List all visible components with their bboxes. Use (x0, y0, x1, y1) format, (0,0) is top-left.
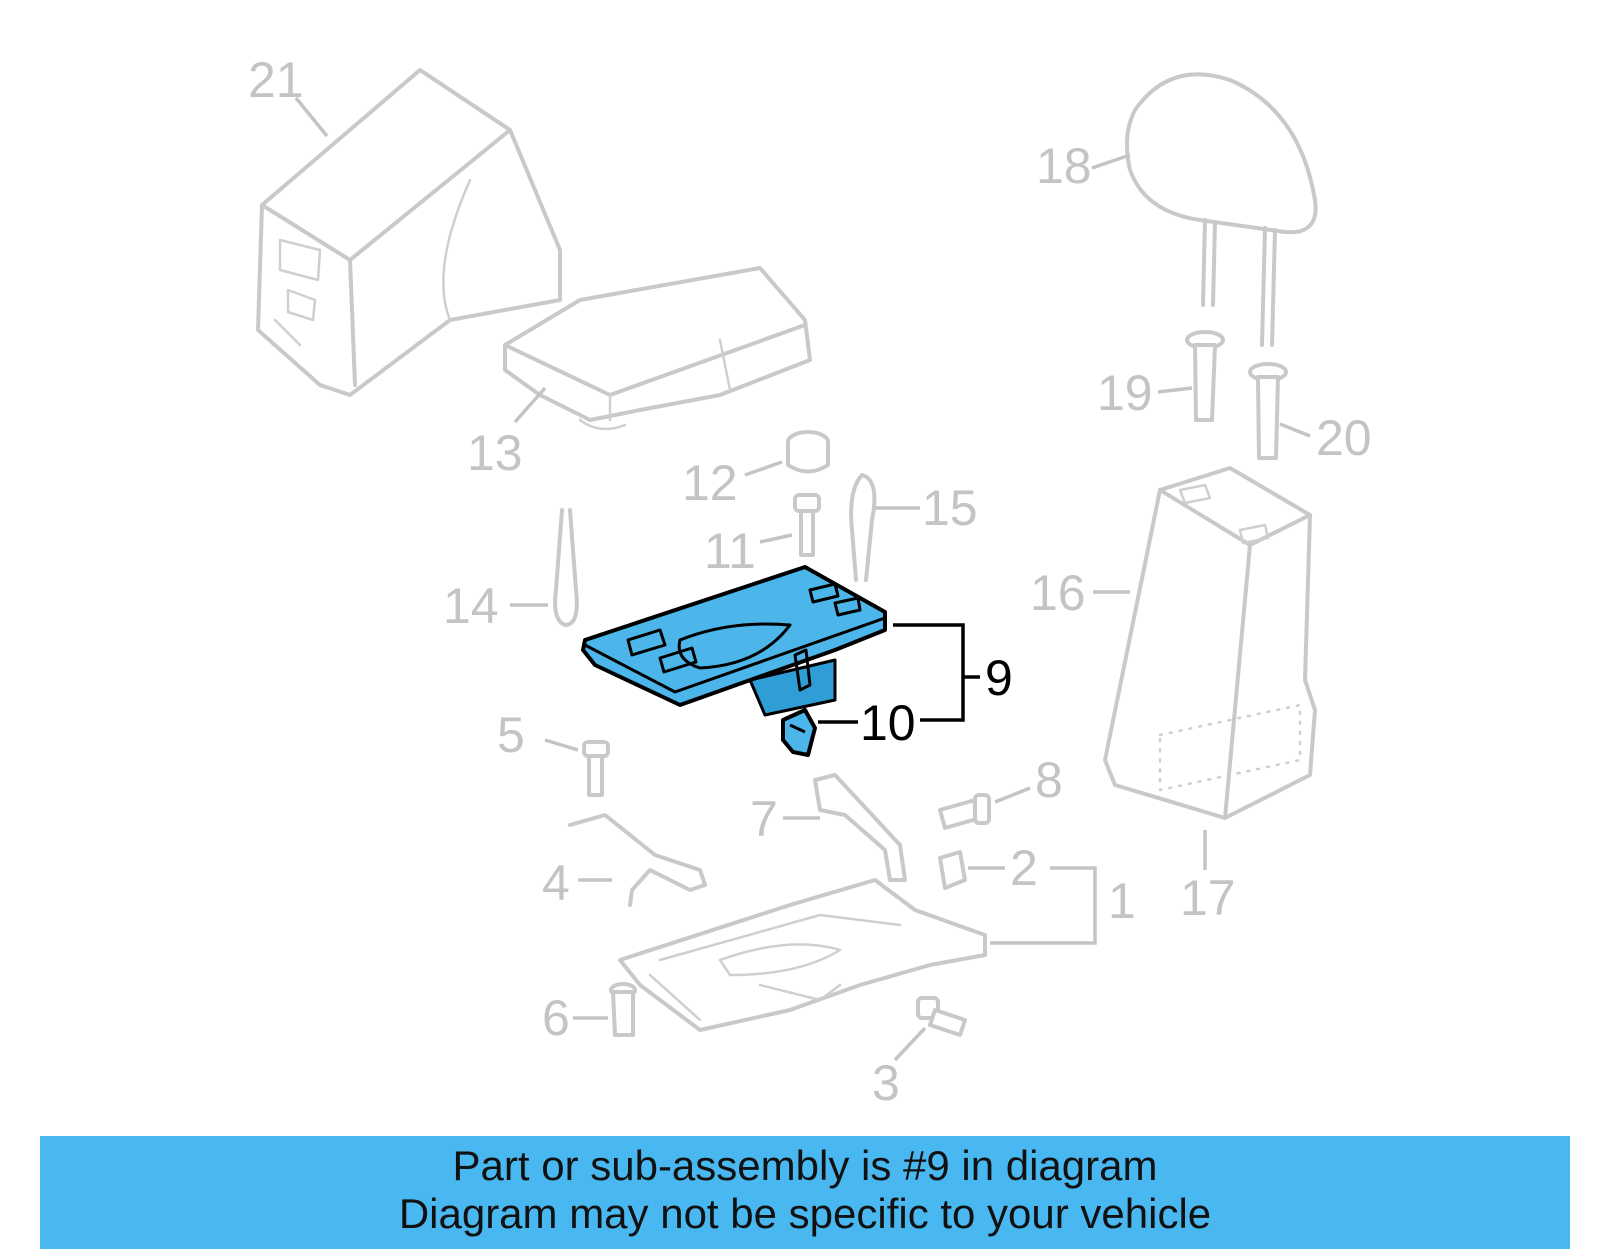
callout-21: 21 (248, 52, 304, 108)
leader-20 (1279, 422, 1311, 438)
leader-19 (1157, 386, 1193, 394)
callout-14: 14 (443, 578, 499, 634)
part-18-headrest (1124, 72, 1318, 347)
part-14-strap (553, 508, 579, 627)
part-20-guide (1248, 362, 1288, 460)
banner-line-disclaimer: Diagram may not be specific to your vehi… (398, 1190, 1212, 1237)
callout-6: 6 (542, 990, 570, 1046)
part-3-bolt (916, 996, 967, 1037)
leader-11 (759, 533, 793, 544)
callout-5: 5 (497, 707, 525, 763)
callout-17: 17 (1180, 870, 1236, 926)
leader-12 (744, 460, 783, 477)
callout-2: 2 (1010, 840, 1038, 896)
callout-18: 18 (1036, 138, 1092, 194)
part-10-clip[interactable] (781, 708, 817, 757)
callout-8: 8 (1035, 752, 1063, 808)
callout-15: 15 (922, 480, 978, 536)
part-15-strap (849, 473, 877, 582)
leader-1-bracket (990, 866, 1097, 945)
part-1-seat-base (618, 878, 987, 1032)
callout-20: 20 (1316, 410, 1372, 466)
part-13-armrest (503, 266, 812, 431)
part-5-bolt (582, 740, 610, 797)
part-4-bracket (568, 813, 707, 907)
callout-11: 11 (704, 523, 756, 579)
part-7-bracket (813, 773, 907, 882)
part-21-seat-cushion (256, 68, 562, 397)
part-11-bolt (793, 493, 821, 557)
leader-9-bracket (893, 623, 965, 722)
info-banner: Part or sub-assembly is #9 in diagram Di… (40, 1136, 1570, 1249)
leader-13 (513, 386, 547, 424)
callout-10: 10 (860, 695, 916, 751)
leader-5 (544, 738, 579, 752)
part-8-bolt (938, 793, 991, 830)
callout-19: 19 (1097, 365, 1153, 421)
part-19-guide (1185, 330, 1225, 422)
callout-12: 12 (682, 455, 738, 511)
callout-13: 13 (467, 425, 523, 481)
leader-8 (994, 786, 1031, 804)
callout-16: 16 (1030, 565, 1086, 621)
part-2-clip (938, 850, 967, 890)
callout-4: 4 (542, 855, 570, 911)
leader-3 (893, 1026, 927, 1062)
callout-7: 7 (750, 791, 778, 847)
part-16-seatback (1103, 466, 1317, 820)
part-9-console-tray[interactable] (581, 565, 887, 717)
callout-9: 9 (985, 650, 1013, 706)
callout-1: 1 (1108, 873, 1136, 929)
callout-3: 3 (872, 1055, 900, 1111)
part-12-cap (786, 430, 830, 474)
leader-18 (1091, 153, 1131, 170)
banner-line-part-number: Part or sub-assembly is #9 in diagram (452, 1142, 1158, 1189)
leader-21 (294, 96, 329, 138)
part-6-pin (609, 982, 637, 1037)
